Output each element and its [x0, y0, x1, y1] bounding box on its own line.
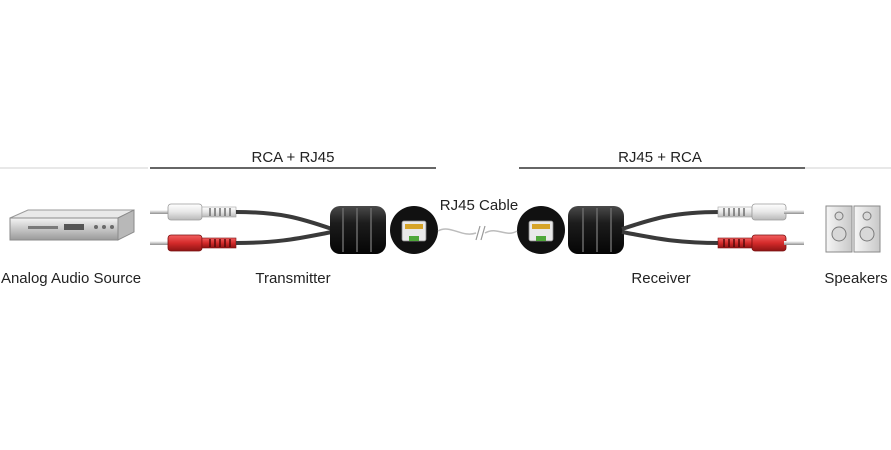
receiver-rca-red-plug [717, 234, 804, 252]
rj45-cable-label: RJ45 Cable [440, 197, 518, 214]
right-segment-label: RJ45 + RCA [618, 149, 702, 166]
speakers-label: Speakers [824, 270, 887, 287]
speakers-icon [825, 205, 881, 253]
receiver-rca-white-plug [717, 203, 804, 221]
rj45-port-left-icon [390, 206, 438, 254]
rj45-port-right-icon [517, 206, 565, 254]
source-label: Analog Audio Source [1, 270, 141, 287]
transmitter-label: Transmitter [255, 270, 330, 287]
transmitter-lead-white [235, 210, 333, 231]
cable-break-mark [475, 225, 481, 241]
cable-break-mark-2 [480, 225, 486, 241]
transmitter-rca-red-plug [150, 234, 237, 252]
receiver-balun [568, 206, 624, 254]
transmitter-rca-white-plug [150, 203, 237, 221]
left-segment-label: RCA + RJ45 [252, 149, 335, 166]
rj45-cable-right [484, 229, 518, 235]
receiver-lead-white [621, 210, 721, 231]
transmitter-balun [330, 206, 386, 254]
receiver-label: Receiver [631, 270, 690, 287]
audio-player-icon [9, 209, 135, 241]
receiver-lead-red [621, 230, 721, 245]
rj45-cable-left [437, 228, 477, 235]
transmitter-lead-red [235, 230, 333, 245]
